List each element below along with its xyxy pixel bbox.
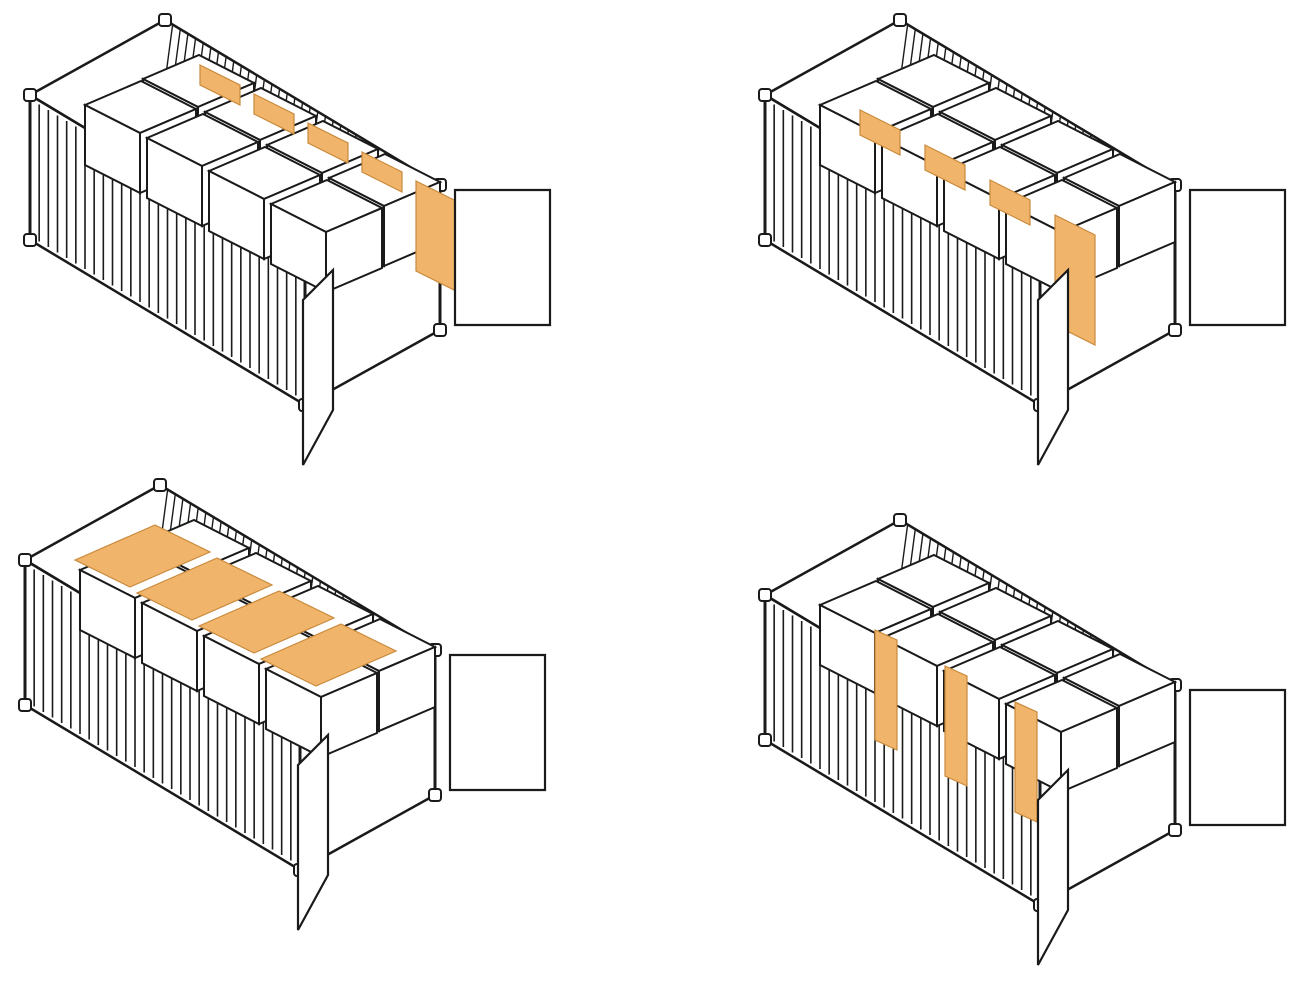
container-door-left <box>301 267 335 466</box>
corner-casting <box>758 588 772 602</box>
dunnage-bag <box>307 122 349 164</box>
container-panel-1 <box>23 13 552 466</box>
dunnage-bag <box>253 93 295 135</box>
cargo-box-front <box>208 169 265 261</box>
container-panel-3 <box>18 478 547 931</box>
dunnage-bag <box>924 144 966 191</box>
dunnage-bag <box>259 623 398 687</box>
dunnage-bag <box>874 629 898 751</box>
dunnage-bag <box>989 179 1031 226</box>
cargo-box-front <box>203 634 260 726</box>
container-panel-4 <box>758 513 1287 966</box>
cargo-box-front <box>84 103 141 195</box>
dunnage-bag <box>135 557 274 621</box>
corner-casting <box>758 233 772 247</box>
corner-casting <box>1168 323 1182 337</box>
corner-casting <box>893 513 907 527</box>
container-door-right <box>453 188 552 327</box>
dunnage-bag <box>944 665 968 787</box>
dunnage-bag <box>1014 701 1038 823</box>
cargo-box-front <box>943 169 1000 261</box>
dunnage-bag <box>73 524 212 588</box>
cargo-box-front <box>79 568 136 660</box>
corner-casting <box>153 478 167 492</box>
corner-casting <box>758 733 772 747</box>
corner-casting <box>23 233 37 247</box>
cargo-box-front <box>881 136 938 228</box>
dunnage-bag <box>361 151 403 193</box>
cargo-box-front <box>146 136 203 228</box>
dunnage-bag <box>197 590 336 654</box>
container-panel-2 <box>758 13 1287 466</box>
corner-casting <box>23 88 37 102</box>
cargo-box-front <box>141 601 198 693</box>
container-door-right <box>1188 188 1287 327</box>
dunnage-bag <box>199 64 241 106</box>
container-door-left <box>296 732 330 931</box>
corner-casting <box>428 788 442 802</box>
corner-casting <box>18 553 32 567</box>
corner-casting <box>893 13 907 27</box>
container-door-right <box>448 653 547 792</box>
container-door-left <box>1036 767 1070 966</box>
corner-casting <box>433 323 447 337</box>
container-door-left <box>1036 267 1070 466</box>
corner-casting <box>158 13 172 27</box>
dunnage-bag <box>415 180 457 292</box>
dunnage-bag <box>859 109 901 156</box>
corner-casting <box>758 88 772 102</box>
corner-casting <box>1168 823 1182 837</box>
corner-casting <box>18 698 32 712</box>
container-door-right <box>1188 688 1287 827</box>
